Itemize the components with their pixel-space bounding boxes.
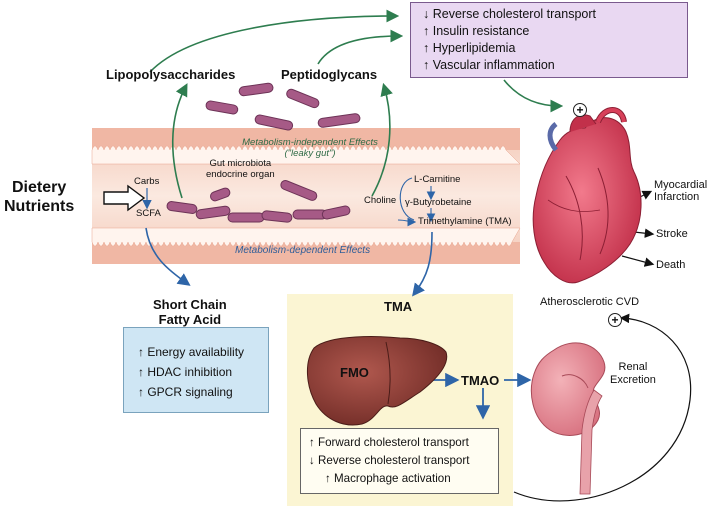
peptidoglycans-label: Peptidoglycans [281,67,378,82]
scfa-title: Short Chain Fatty Acid [153,297,227,327]
dietery-nutrients-label: Dietery Nutrients [4,179,75,215]
liver [307,336,448,426]
atherosclerotic-cvd-label: Atherosclerotic CVD [540,296,640,308]
tmao-effect: ↓ Reverse cholesterol transport [309,454,470,467]
tmao-effect: ↑ Macrophage activation [325,472,451,485]
microbiota-label: Gut microbiota endocrine organ [206,158,275,180]
systemic-effect: ↓ Reverse cholesterol transport [423,7,596,21]
tma-full-label: Trimethylamine (TMA) [418,216,512,227]
leaky-gut-label: ("leaky gut") [284,148,336,159]
tmao-effect: ↑ Forward cholesterol transport [309,436,469,449]
scfa-effect: ↑ HDAC inhibition [138,365,233,379]
butyrobetaine-label: γ-Butyrobetaine [405,197,472,208]
choline-label: Choline [364,195,397,206]
scfa-effect: ↑ Energy availability [138,345,245,359]
lipopolysaccharides-label: Lipopolysaccharides [106,67,236,82]
heart [532,107,642,284]
tmao-label: TMAO [461,373,500,388]
carbs-label: Carbs [134,176,160,187]
cvd-plus-icon: + [608,313,622,327]
stroke-label: Stroke [656,228,688,240]
heart-plus-icon: + [573,103,587,117]
systemic-effect: ↑ Insulin resistance [423,24,530,38]
metabolism-dependent-label: Metabolism-dependent Effects [235,245,371,256]
tma-label: TMA [384,299,413,314]
systemic-effect: ↑ Hyperlipidemia [423,41,516,55]
scfa-effect: ↑ GPCR signaling [138,385,233,399]
renal-excretion-label: Renal Excretion [610,361,656,386]
fmo-label: FMO [340,365,369,380]
kidney [530,342,606,495]
scfa-label: SCFA [136,208,161,219]
tmao-effects-box: ↑ Forward cholesterol transport ↓ Revers… [300,428,499,494]
death-label: Death [656,259,686,271]
floating-bacteria [205,82,361,131]
nutrient-arrow [103,184,146,212]
scfa-effects-box: ↑ Energy availability ↑ HDAC inhibition … [123,327,269,413]
myocardial-infarction-label: Myocardial Infarction [654,179,708,203]
metabolism-independent-label: Metabolism-independent Effects [242,137,378,148]
l-carnitine-label: L-Carnitine [414,174,461,185]
systemic-effects-box: ↓ Reverse cholesterol transport ↑ Insuli… [410,2,688,78]
systemic-effect: ↑ Vascular inflammation [423,58,555,72]
gut-bacteria [166,180,351,223]
